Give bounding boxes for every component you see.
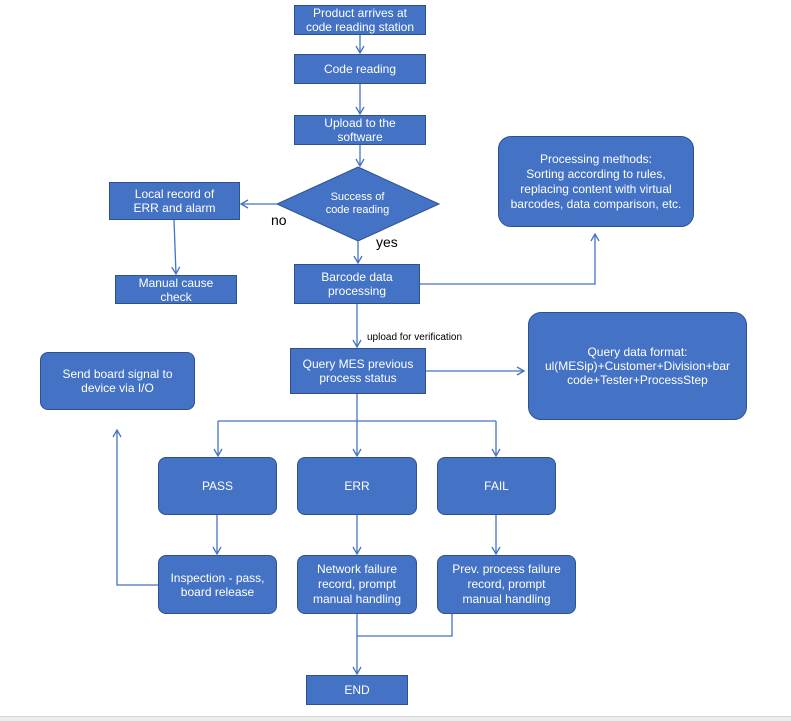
node-err: ERR (297, 457, 417, 515)
decision-success-label: Success of code reading (325, 191, 390, 216)
node-upload-to-software: Upload to the software (294, 115, 426, 145)
node-product-arrives: Product arrives at code reading station (294, 5, 426, 35)
node-network-failure: Network failure record, prompt manual ha… (297, 555, 417, 614)
node-send-board-signal: Send board signal to device via I/O (40, 352, 195, 410)
node-manual-cause-check: Manual cause check (115, 275, 237, 304)
bottom-strip (0, 716, 791, 721)
node-prev-process-failure: Prev. process failure record, prompt man… (437, 555, 576, 614)
arrow-local-record-to-manual-check (171, 219, 181, 276)
arrow-inspection-to-send-signal (112, 428, 158, 586)
node-code-reading: Code reading (294, 54, 426, 84)
node-fail: FAIL (437, 457, 556, 515)
edge-label-yes: yes (376, 234, 398, 250)
arrow-barcode-to-processing-methods (420, 232, 600, 285)
node-inspection-pass: Inspection - pass, board release (158, 555, 277, 614)
edge-label-upload-for-verification: upload for verification (367, 332, 463, 343)
node-query-data-format: Query data format: ul(MESip)+Customer+Di… (528, 312, 747, 420)
node-local-record-err: Local record of ERR and alarm (109, 182, 240, 220)
node-end: END (306, 675, 408, 705)
node-barcode-data-processing: Barcode data processing (294, 264, 420, 304)
node-processing-methods: Processing methods: Sorting according to… (498, 136, 694, 227)
edge-label-no: no (271, 212, 287, 228)
node-query-mes-status: Query MES previous process status (290, 348, 426, 394)
join-line-prev-failure-to-end (357, 614, 453, 637)
node-pass: PASS (158, 457, 277, 515)
